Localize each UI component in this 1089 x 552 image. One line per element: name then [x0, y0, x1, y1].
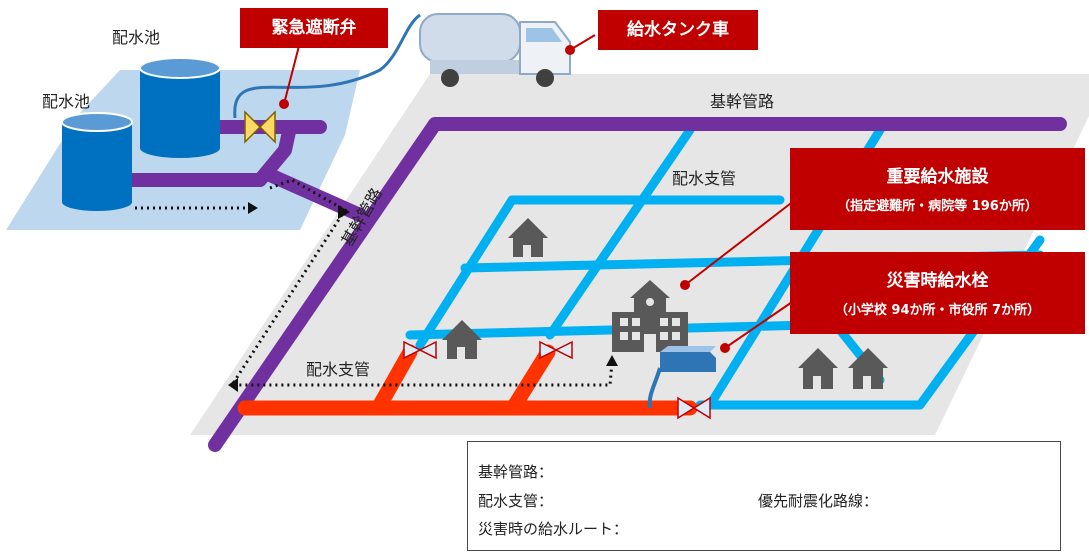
callout-title: 給水タンク車: [627, 20, 729, 40]
shutoff-valve-callout: 緊急遮断弁: [240, 8, 388, 48]
tanker-hose: [233, 13, 421, 119]
tanker-callout: 給水タンク車: [598, 10, 758, 50]
gate-valve-icon: [403, 340, 437, 360]
reservoir-tank-front: [61, 112, 133, 211]
school-building-icon: [612, 280, 688, 352]
reservoir-tank-back: [139, 57, 221, 158]
trunk-main-label: 基幹管路: [710, 92, 775, 111]
branch-pipe-label: 配水支管: [672, 169, 737, 188]
legend-box: 基幹管路： 配水支管： 優先耐震化路線： 災害時の給水ルート：: [467, 441, 1061, 551]
route-arrowhead: [606, 355, 618, 366]
house-icon: [508, 218, 548, 257]
emergency-shutoff-valve-icon: [244, 110, 276, 144]
callout-subtitle: （指定避難所・病院等 196か所）: [837, 199, 1038, 214]
hydrant-callout: 災害時給水栓 （小学校 94か所・市役所 7か所）: [790, 252, 1085, 334]
emergency-hydrant-icon: [647, 346, 716, 409]
water-facility-callout: 重要給水施設 （指定避難所・病院等 196か所）: [790, 148, 1085, 230]
callout-title: 緊急遮断弁: [271, 18, 357, 38]
route-arrowhead: [338, 205, 350, 219]
reservoir-label: 配水池: [112, 28, 161, 47]
house-icon: [798, 348, 838, 389]
callout-dots: [279, 45, 730, 353]
house-icon: [442, 320, 482, 359]
callout-title: 重要給水施設: [886, 167, 989, 187]
legend-branch-label: 配水支管：: [478, 492, 554, 510]
gate-valve-icon: [677, 396, 711, 420]
gate-valve-icon: [539, 340, 573, 360]
callout-title: 災害時給水栓: [886, 271, 989, 291]
emergency-route-path: [135, 178, 614, 387]
legend-route-label: 災害時の給水ルート：: [478, 520, 629, 538]
branch-pipe-label: 配水支管: [306, 360, 371, 379]
callout-subtitle: （小学校 94か所・市役所 7か所）: [834, 303, 1041, 318]
route-arrowhead: [248, 202, 258, 214]
priority-seismic-route: [237, 344, 698, 416]
legend-priority-label: 優先耐震化路線：: [758, 492, 879, 510]
callout-leaders: [283, 34, 796, 349]
house-icon: [848, 348, 888, 389]
water-tanker-truck-icon: [419, 13, 571, 87]
reservoir-label: 配水池: [42, 92, 91, 111]
route-arrowhead: [228, 378, 238, 392]
legend-trunk-label: 基幹管路：: [478, 463, 554, 481]
